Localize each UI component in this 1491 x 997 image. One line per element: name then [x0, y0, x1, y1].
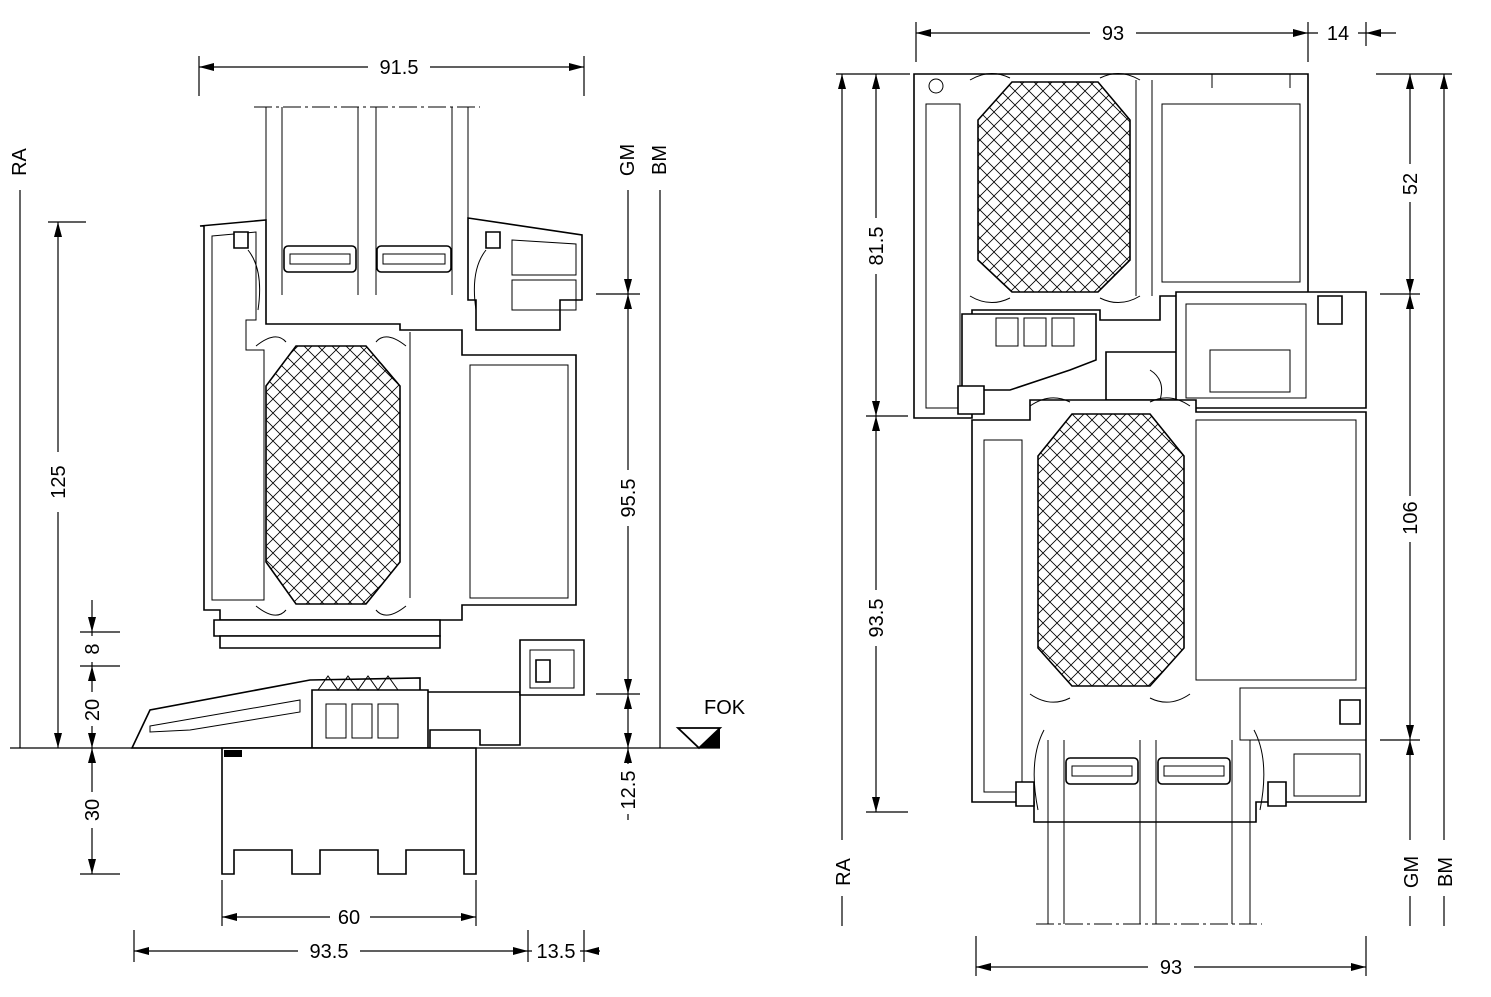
left-dim-13-5-label: 13.5 [537, 941, 576, 963]
left-dim-125-label: 125 [48, 465, 70, 498]
left-frame-sill [130, 619, 585, 875]
right-upper-insulation [977, 81, 1131, 293]
left-dim-60-label: 60 [338, 907, 360, 929]
left-gm-bm-lines: GM BM [617, 144, 671, 748]
right-dim-left: RA 81.5 93.5 [833, 73, 910, 926]
right-dim-52-label: 52 [1400, 173, 1422, 195]
right-ra-label: RA [833, 857, 855, 885]
left-glazing-unit [254, 106, 480, 295]
left-dim-20-label: 20 [82, 699, 104, 721]
right-dim-93-5-label: 93.5 [866, 599, 888, 638]
right-lower-insulation [1037, 413, 1185, 687]
right-section: 93 14 RA 81.5 93.5 [833, 21, 1457, 979]
left-ra-label: RA [9, 147, 31, 175]
right-gm-label: GM [1401, 856, 1423, 888]
right-dim-93-bottom-label: 93 [1160, 957, 1182, 979]
left-insulation-core [265, 345, 401, 605]
left-dim-top-width: 91.5 [198, 54, 585, 96]
left-dim-30: 30 [80, 748, 104, 874]
left-ra-line: RA [9, 147, 31, 748]
left-dim-95-5-label: 95.5 [618, 479, 640, 518]
left-dim-20: 20 [80, 666, 104, 748]
right-dim-top: 93 14 [915, 21, 1396, 62]
right-glazing-unit [1033, 729, 1265, 925]
left-gm-label: GM [617, 144, 639, 176]
right-dim-14-label: 14 [1327, 23, 1349, 45]
left-dim-93-5-label: 93.5 [310, 941, 349, 963]
left-dim-30-label: 30 [82, 799, 104, 821]
right-dim-81-5-label: 81.5 [866, 227, 888, 266]
left-fok-label: FOK [704, 697, 746, 719]
right-dim-106-label: 106 [1400, 501, 1422, 534]
left-dim-95-5: 95.5 [596, 279, 642, 709]
left-dim-125: 125 [44, 221, 86, 748]
left-bm-label: BM [649, 145, 671, 175]
left-fok-baseline: FOK [10, 631, 746, 875]
right-dim-bottom: 93 [975, 936, 1367, 979]
left-dim-60: 60 [221, 880, 477, 929]
left-section: 91.5 RA 125 FOK [9, 54, 746, 963]
left-dim-8-label: 8 [82, 643, 104, 654]
right-dim-right: 52 106 GM BM [1376, 73, 1457, 926]
left-dim-12-5: 12.5 [614, 694, 642, 820]
left-dim-12-5-label: 12.5 [618, 771, 640, 810]
left-dim-8: 8 [80, 600, 104, 681]
right-dim-93-top-label: 93 [1102, 23, 1124, 45]
left-dim-top-width-label: 91.5 [380, 57, 419, 79]
right-bm-label: BM [1435, 857, 1457, 887]
right-transom [957, 291, 1367, 415]
left-dim-bottom: 93.5 13.5 [133, 930, 600, 963]
